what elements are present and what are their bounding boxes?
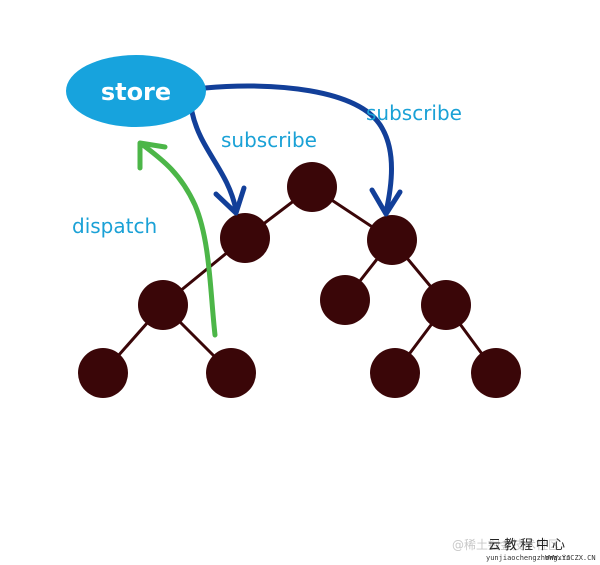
watermark-handle: @稀土掘金技术社区 (452, 537, 560, 552)
store-node (66, 55, 206, 127)
tree-node-leaf-1 (78, 348, 128, 398)
tree-node-right-2b (421, 280, 471, 330)
dispatch-arrow (137, 140, 218, 338)
tree-node-leaf-4 (471, 348, 521, 398)
watermark: @稀土掘金技术社区 云教程中心 yunjiaochengzhongxin WWW… (452, 537, 596, 562)
tree-node-root (287, 162, 337, 212)
subscribe-label-right: subscribe (366, 101, 462, 125)
tree-node-right-2a (320, 275, 370, 325)
watermark-sub-left: yunjiaochengzhongxin (486, 554, 570, 562)
tree-node-leaf-3 (370, 348, 420, 398)
store-label: store (101, 78, 171, 106)
subscribe-arrow-left (189, 109, 247, 216)
tree-edges (101, 185, 498, 375)
tree-node-leaf-2 (206, 348, 256, 398)
watermark-sub-right: WWW.YJCZX.CN (545, 554, 596, 562)
tree-node-right-1 (367, 215, 417, 265)
tree-node-left-1 (220, 213, 270, 263)
tree-nodes (78, 162, 521, 398)
subscribe-label-left: subscribe (221, 128, 317, 152)
watermark-brand: 云教程中心 (488, 537, 568, 553)
subscribe-arrow-right (202, 83, 403, 217)
dispatch-label: dispatch (72, 214, 157, 238)
tree-node-left-2 (138, 280, 188, 330)
